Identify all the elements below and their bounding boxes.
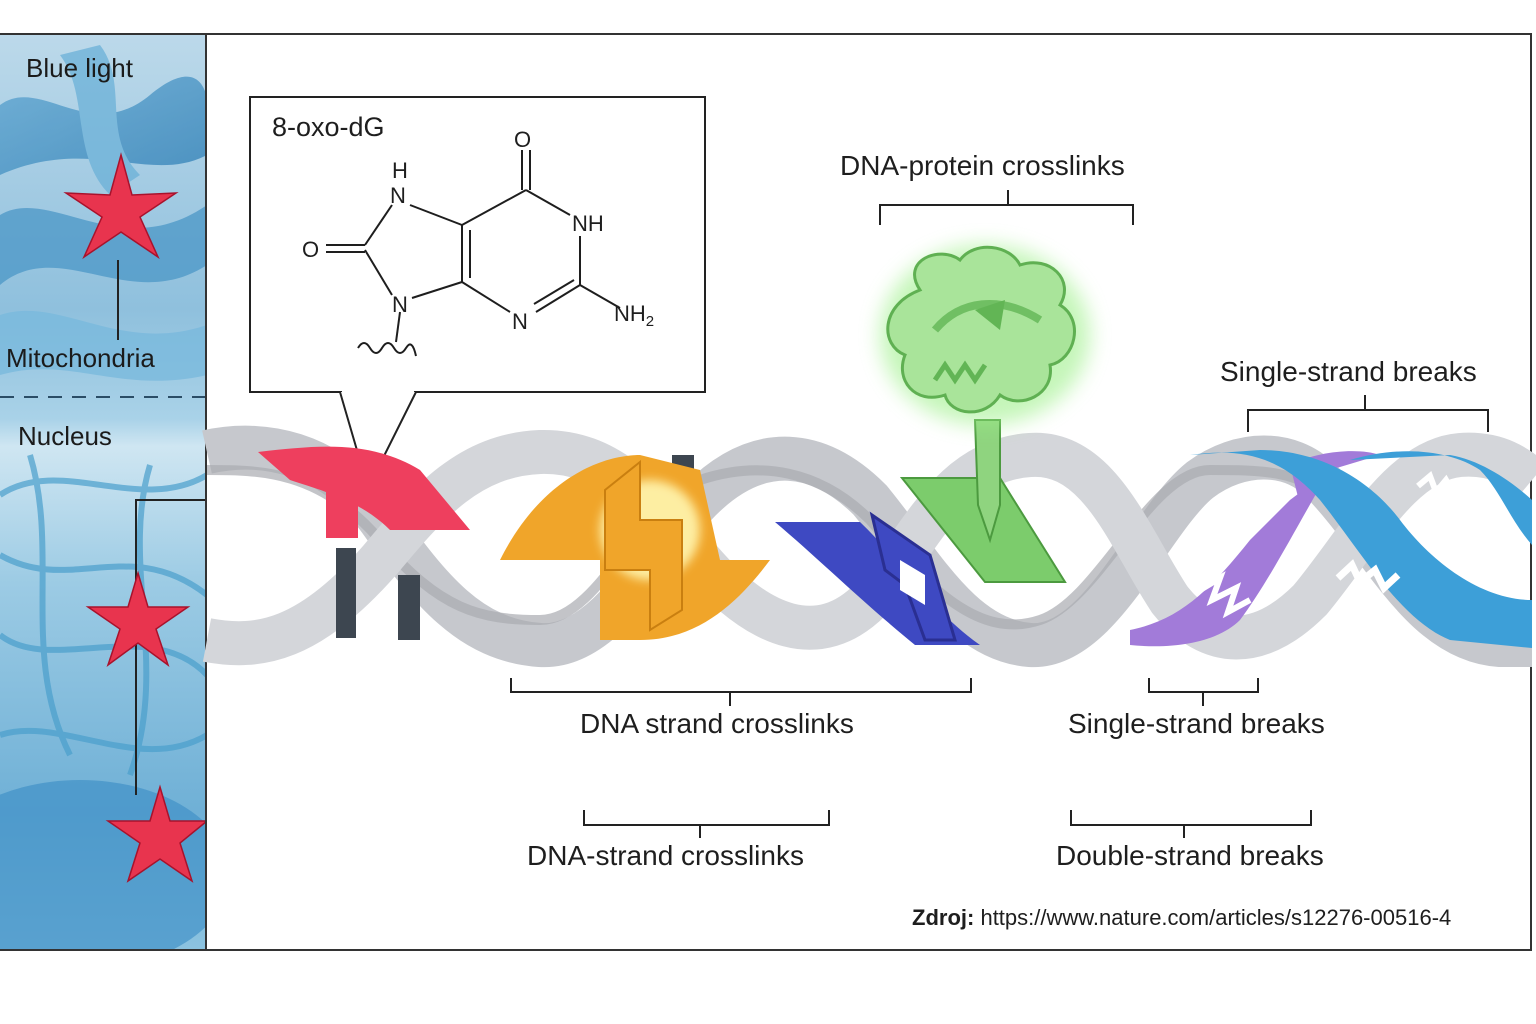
source-prefix: Zdroj: [912, 905, 975, 930]
bracket-ssb-top [1247, 409, 1489, 432]
break-purple [1130, 470, 1330, 647]
dna-helix [202, 245, 1536, 668]
molecule-callout-box [249, 96, 706, 393]
cell-sidebar: Blue light Mitochondria Nucleus [0, 35, 207, 949]
oxidized-base [326, 470, 358, 538]
brackets [510, 190, 1489, 838]
mitochondria-label: Mitochondria [6, 343, 155, 373]
blue-light-label: Blue light [26, 53, 133, 83]
label-double-strand-breaks: Double-strand breaks [1056, 840, 1324, 871]
break-mark [1335, 559, 1401, 594]
break-blue-strand [1190, 450, 1532, 648]
label-dna-protein-crosslinks: DNA-protein crosslinks [840, 150, 1125, 181]
bracket-protein [879, 204, 1134, 225]
front-strand [202, 429, 1536, 666]
label-dna-strand-crosslinks-2: DNA-strand crosslinks [527, 840, 804, 871]
label-single-strand-breaks-top: Single-strand breaks [1220, 356, 1477, 387]
label-dna-strand-crosslinks: DNA strand crosslinks [580, 708, 854, 739]
crosslink-orange-bottom [600, 560, 770, 640]
atom-h-top: H [392, 158, 408, 183]
bracket-dsb [1070, 810, 1312, 826]
bracket-ssb-bottom [1148, 678, 1259, 693]
bracket-strand-crosslinks-2 [583, 810, 830, 826]
bracket-strand-crosslinks [510, 678, 972, 693]
atom-o-top: O [514, 127, 531, 152]
atom-nh: NH [572, 211, 604, 236]
atom-n3: N [512, 309, 528, 334]
oxo-dg-structure [326, 150, 621, 357]
atom-nh2: NH2 [614, 301, 654, 330]
atom-o-left: O [302, 237, 319, 262]
source-url[interactable]: https://www.nature.com/articles/s12276-0… [980, 905, 1452, 930]
source-citation: Zdroj: https://www.nature.com/articles/s… [912, 905, 1451, 931]
atom-n9: N [392, 292, 408, 317]
red-star-icon [85, 570, 191, 667]
label-single-strand-breaks-bottom: Single-strand breaks [1068, 708, 1325, 739]
atom-n7: N [390, 183, 406, 208]
red-star-icon [63, 152, 179, 260]
protein-anchor [899, 477, 1067, 583]
nucleus-label: Nucleus [18, 421, 112, 451]
oxidized-segment [258, 446, 470, 530]
cell-illustration [0, 45, 205, 949]
base-pair [398, 575, 420, 640]
protein-icon [886, 245, 1076, 414]
break-mark [1416, 470, 1469, 499]
mitochondria-folds [0, 45, 205, 381]
crosslink-bond [604, 459, 683, 632]
red-star-icon [105, 784, 205, 883]
base-pair [336, 548, 356, 638]
nucleus-connector [135, 499, 205, 795]
nucleus-network [0, 454, 205, 777]
molecule-title: 8-oxo-dG [272, 112, 385, 142]
break-mark [1198, 571, 1252, 619]
